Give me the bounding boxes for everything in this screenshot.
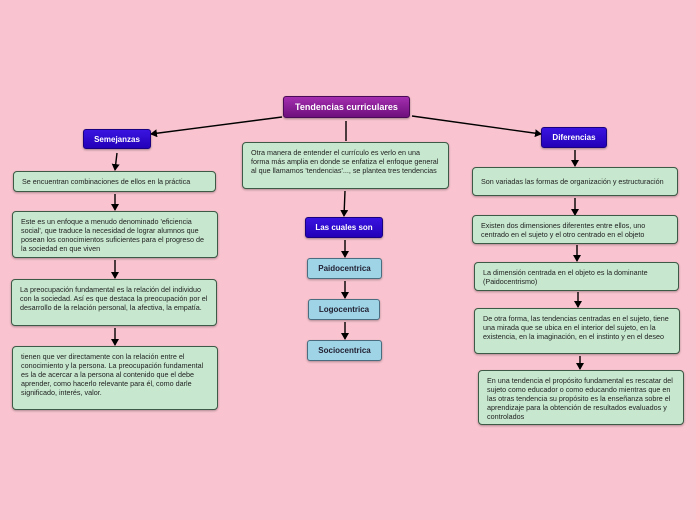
diferencias-item-1[interactable]: Son variadas las formas de organización …	[472, 167, 678, 196]
diferencias-item-2[interactable]: Existen dos dimensiones diferentes entre…	[472, 215, 678, 244]
semejanzas-item-4[interactable]: tienen que ver directamente con la relac…	[12, 346, 218, 410]
semejanzas-node[interactable]: Semejanzas	[83, 129, 151, 149]
type-sociocentrica[interactable]: Sociocentrica	[307, 340, 382, 361]
link-description-label	[340, 190, 349, 217]
semejanzas-item-2[interactable]: Este es un enfoque a menudo denominado '…	[12, 211, 218, 258]
type-logocentrica[interactable]: Logocentrica	[308, 299, 380, 320]
link-main-diferencias	[411, 115, 542, 138]
diferencias-item-3[interactable]: La dimensión centrada en el objeto es la…	[474, 262, 679, 291]
link-main-semejanzas	[150, 116, 283, 138]
diferencias-node[interactable]: Diferencias	[541, 127, 607, 148]
main-topic-node[interactable]: Tendencias curriculares	[283, 96, 410, 118]
type-paidocentrica[interactable]: Paidocentrica	[307, 258, 382, 279]
link-semejanzas-1	[111, 152, 120, 171]
semejanzas-item-1[interactable]: Se encuentran combinaciones de ellos en …	[13, 171, 216, 192]
las-cuales-son-node[interactable]: Las cuales son	[305, 217, 383, 238]
diferencias-item-4[interactable]: De otra forma, las tendencias centradas …	[474, 308, 680, 354]
center-description-node[interactable]: Otra manera de entender el currículo es …	[242, 142, 449, 189]
diferencias-item-5[interactable]: En una tendencia el propósito fundamenta…	[478, 370, 684, 425]
semejanzas-item-3[interactable]: La preocupación fundamental es la relaci…	[11, 279, 217, 326]
